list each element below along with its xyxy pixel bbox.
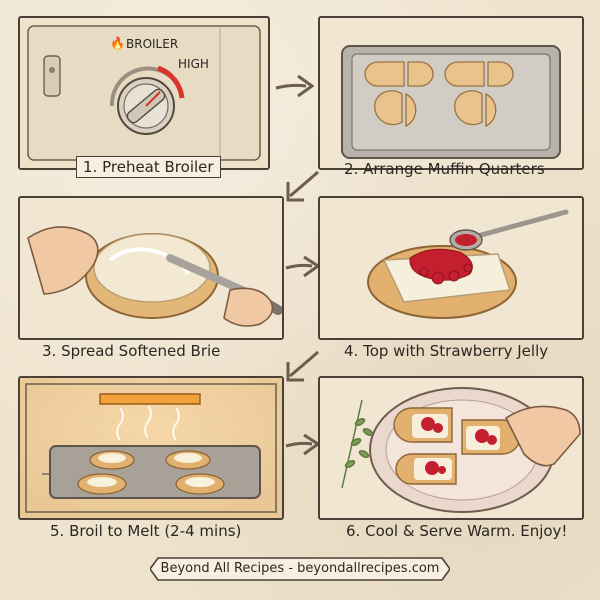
step-number: 5. — [50, 522, 65, 540]
step-label: Cool & Serve Warm. Enjoy! — [365, 522, 568, 540]
step-3-panel — [18, 196, 284, 340]
step-1-caption: 1. Preheat Broiler — [76, 156, 221, 178]
step-3-caption: 3. Spread Softened Brie — [42, 342, 220, 360]
footer-ribbon — [150, 557, 450, 581]
step-label: Preheat Broiler — [102, 158, 214, 176]
arrow-right-icon — [285, 255, 321, 278]
oven-dial-setting: HIGH — [178, 57, 209, 71]
step-label: Broil to Melt (2-4 mins) — [69, 522, 242, 540]
arrow-right-icon — [275, 74, 315, 98]
step-5-panel — [18, 376, 284, 520]
step-1-panel — [18, 16, 270, 170]
arrow-down-left-icon — [286, 170, 319, 202]
step-2-caption: 2. Arrange Muffin Quarters — [344, 160, 545, 178]
step-6-panel — [318, 376, 584, 520]
arrow-down-left-icon — [286, 350, 319, 382]
footer-credit[interactable]: Beyond All Recipes - beyondallrecipes.co… — [160, 561, 440, 576]
step-5-caption: 5. Broil to Melt (2-4 mins) — [50, 522, 241, 540]
baking-sheet-illustration — [320, 18, 582, 168]
serving-plate-illustration — [320, 378, 582, 518]
arrow-right-icon — [285, 433, 321, 456]
step-4-panel — [318, 196, 584, 340]
step-label: Spread Softened Brie — [61, 342, 221, 360]
step-4-caption: 4. Top with Strawberry Jelly — [344, 342, 548, 360]
step-2-panel — [318, 16, 584, 170]
spreading-brie-illustration — [20, 198, 282, 338]
step-number: 4. — [344, 342, 359, 360]
step-number: 3. — [42, 342, 57, 360]
thyme-sprig-icon — [341, 399, 374, 489]
oven-control-illustration — [20, 18, 268, 168]
jelly-topping-illustration — [320, 198, 582, 338]
step-label: Arrange Muffin Quarters — [363, 160, 545, 178]
step-6-caption: 6. Cool & Serve Warm. Enjoy! — [346, 522, 567, 540]
step-label: Top with Strawberry Jelly — [363, 342, 549, 360]
step-number: 1. — [83, 158, 98, 176]
step-number: 6. — [346, 522, 361, 540]
oven-broiling-illustration — [20, 378, 282, 518]
oven-dial-label: BROILER — [126, 37, 179, 51]
step-number: 2. — [344, 160, 359, 178]
flame-icon: 🔥 — [110, 36, 125, 50]
